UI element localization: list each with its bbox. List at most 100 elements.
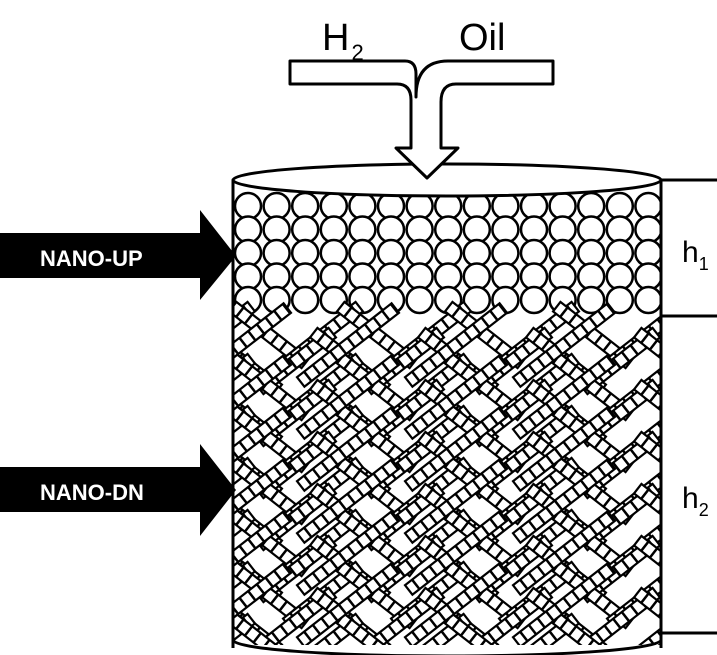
nano-dn-label: NANO-DN [40,480,144,505]
packing-strip [233,612,311,645]
packing-strip [233,405,293,493]
packing-sphere [376,238,406,268]
packing-sphere [462,285,492,315]
packing-sphere [290,215,320,244]
sphere-bed-upper-zone [233,191,661,315]
packing-sphere [548,215,577,244]
packing-sphere [233,215,263,244]
packing-sphere [433,262,463,291]
packing-sphere [262,262,291,291]
packing-sphere [319,262,349,291]
packing-sphere [462,215,492,244]
packing-sphere [519,215,549,244]
packing-sphere [405,285,434,315]
packing-strip [233,457,293,545]
packing-strip [233,509,293,597]
packing-sphere [491,238,520,268]
packing-sphere [262,215,291,244]
packing-sphere [634,238,661,268]
packing-sphere [576,262,606,291]
packing-strip [403,301,509,389]
packing-sphere [348,215,377,244]
packing-sphere [634,285,661,315]
h1-label: h1 [682,236,709,274]
packing-sphere [491,262,520,291]
packing-sphere [376,215,406,244]
height-dimension-markers [661,178,717,635]
packing-sphere [519,285,549,315]
packing-strip [233,301,293,389]
packing-sphere [233,238,263,268]
packing-strip [511,405,617,493]
oil-label: Oil [459,17,505,59]
packing-sphere [319,238,349,268]
packing-sphere [462,238,492,268]
packing-sphere [576,285,606,315]
packing-sphere [576,191,606,221]
packing-sphere [348,238,377,268]
reactor-vessel [231,162,663,655]
packing-sphere [576,215,606,244]
packing-strip [403,457,509,545]
packing-sphere [519,262,549,291]
packing-sphere [433,238,463,268]
packing-sphere [548,238,577,268]
packing-strip [295,353,401,441]
packing-sphere [605,191,635,221]
packing-sphere [348,191,377,221]
packing-strip [403,405,509,493]
packing-strip [295,561,401,645]
nano-up-arrow: NANO-UP [0,210,236,300]
packing-sphere [576,238,606,268]
packing-sphere [548,191,577,221]
packing-sphere [376,262,406,291]
packing-sphere [290,262,320,291]
packing-sphere [634,191,661,221]
packing-strip [233,561,293,645]
packing-sphere [348,262,377,291]
packing-strip [403,509,509,597]
packing-sphere [319,191,349,221]
nano-dn-arrow: NANO-DN [0,444,236,536]
packing-sphere [319,215,349,244]
h2-label: h2 [682,482,709,520]
packing-strip [295,509,401,597]
packing-sphere [634,262,661,291]
packing-sphere [605,215,635,244]
packing-sphere [491,215,520,244]
packing-strip [511,301,617,389]
packing-sphere [233,191,263,221]
packing-sphere [290,285,320,315]
packing-strip [511,353,617,441]
packing-strip [605,612,661,645]
packing-sphere [462,262,492,291]
packing-sphere [433,215,463,244]
packing-sphere [519,238,549,268]
packing-strip [403,561,509,645]
packing-sphere [233,262,263,291]
packing-sphere [405,262,434,291]
packing-strip [233,353,293,441]
nano-up-label: NANO-UP [40,246,143,271]
packing-sphere [262,191,291,221]
packing-strip [295,457,401,545]
packing-sphere [405,238,434,268]
packing-sphere [290,238,320,268]
packing-strip [295,405,401,493]
packing-sphere [605,262,635,291]
feed-inlet-arrow [288,59,555,180]
packing-sphere [290,191,320,221]
packing-sphere [634,215,661,244]
packing-strip [511,457,617,545]
packing-sphere [605,285,635,315]
packing-sphere [548,262,577,291]
packing-strip [511,561,617,645]
packing-sphere [605,238,635,268]
structured-packing-lower-zone [233,300,661,645]
packing-sphere [519,191,549,221]
packing-strip [511,509,617,597]
packing-strip [295,301,401,389]
packing-sphere [262,238,291,268]
packing-strip [403,353,509,441]
